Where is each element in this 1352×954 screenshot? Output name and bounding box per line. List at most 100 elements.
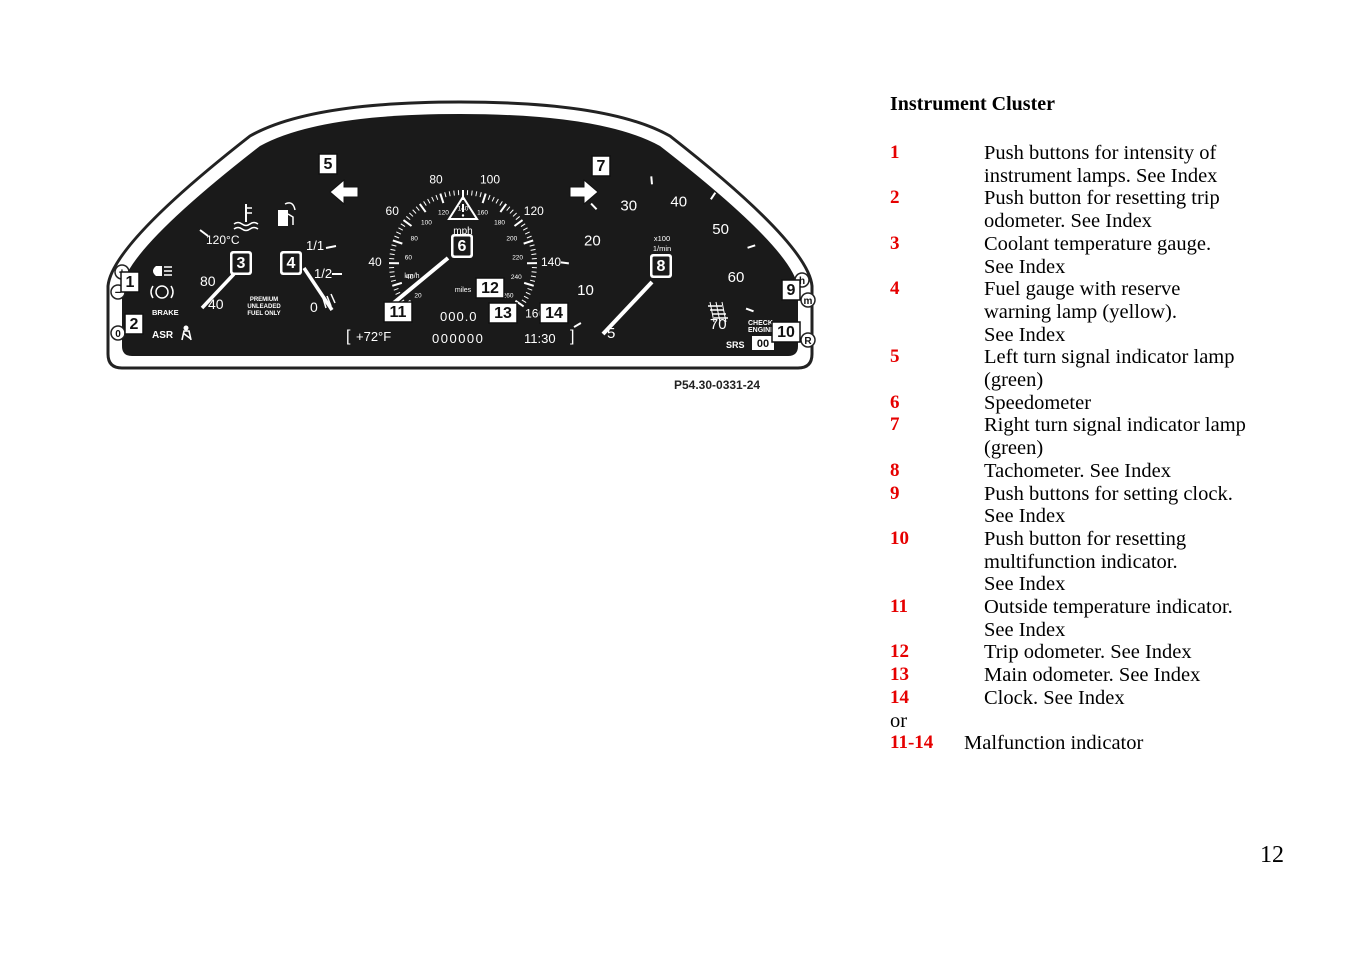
main-odometer-display: 000000 [432, 331, 484, 346]
callout-number: 8 [657, 258, 666, 275]
tachometer-tick [747, 244, 756, 249]
speedometer-tick [529, 279, 536, 282]
speedometer-tick [400, 223, 406, 227]
coolant-temperature-gauge: 120°C 80 40 [199, 204, 259, 312]
callout-box [281, 252, 301, 274]
page-number: 12 [1260, 842, 1284, 868]
callout-number: 5 [324, 156, 333, 173]
fuel-note-line: FUEL ONLY [247, 311, 280, 317]
callout-box [591, 155, 611, 177]
legend-item-description: Tachometer. See Index [984, 460, 1330, 483]
speedometer-tick [481, 193, 487, 204]
fuel-needle [302, 267, 334, 311]
speedometer-tick [444, 192, 447, 198]
callout-box [124, 313, 144, 335]
legend-item-line: See Index [984, 255, 1066, 278]
callout-box [383, 301, 413, 323]
speedometer-kmh-label: 40 [406, 274, 414, 281]
legend-item-line: Left turn signal indicator lamp [984, 346, 1235, 369]
multifunction-display-box [752, 336, 774, 350]
legend-item-number: 8 [890, 459, 900, 481]
trip-odometer-display: 000.0 [440, 309, 478, 324]
callout-number: 13 [494, 305, 512, 322]
legend-item-line: See Index [984, 618, 1066, 641]
legend-item-description: Main odometer. See Index [984, 664, 1330, 687]
speedometer-tick [391, 244, 397, 247]
legend-item-description: Trip odometer. See Index [984, 641, 1330, 664]
callout-number: 7 [597, 158, 606, 175]
speedometer-kmh-label: 60 [405, 254, 413, 261]
speedometer-mph-label: 140 [541, 255, 561, 269]
callout-number: 4 [287, 255, 296, 272]
speedometer-tick [526, 235, 532, 239]
multifunction-display: 00 [757, 338, 769, 350]
legend-item-line: Push button for resetting [984, 527, 1187, 550]
callout-number: 2 [130, 316, 139, 333]
callout-box [651, 255, 671, 277]
callout-box [771, 321, 801, 343]
callout-box [475, 277, 505, 299]
legend-item-number: 9 [890, 482, 900, 504]
speedometer-tick [391, 281, 403, 287]
callout-number: 6 [458, 238, 467, 255]
speedometer-tick [435, 194, 439, 200]
speedometer-tick [523, 281, 535, 287]
speedometer-kmh-label: 100 [421, 220, 432, 227]
display-bracket-right: ] [570, 328, 574, 345]
speedometer-tick [499, 201, 503, 206]
speedometer-tick [521, 299, 527, 304]
legend-item: 9 Push buttons for setting clock.See Inde… [890, 483, 1330, 528]
legend-item-line: See Index [984, 323, 1066, 346]
speedometer-tick [523, 239, 534, 245]
legend-item-line: (green) [984, 437, 1044, 460]
speedometer-scale: 2040608010012014016020406080100120140160… [368, 172, 561, 320]
speedometer-tick [390, 275, 396, 278]
speedometer-unit-kmh: km/h [404, 273, 419, 280]
clock-minute-button[interactable] [800, 292, 816, 308]
speedometer-mph-label: 40 [368, 255, 382, 269]
legend-item-description: Push buttons for setting clock.See Index [984, 483, 1330, 528]
legend-item-line: (green) [984, 369, 1044, 392]
speedometer-tick [522, 227, 528, 231]
callout-box [120, 271, 140, 293]
speedometer-mph-label: 80 [429, 172, 443, 186]
tachometer-tick [573, 322, 582, 328]
speedometer-tick [515, 216, 521, 221]
legend-item-line: multifunction indicator. [984, 550, 1178, 573]
multifunction-reset-button[interactable] [800, 332, 816, 348]
legend-item-description: Malfunction indicator [964, 732, 1144, 755]
clock-hour-label: h [799, 276, 805, 287]
parking-brake-icon [150, 285, 174, 299]
callout-box [318, 153, 338, 175]
speedometer-tick [506, 206, 511, 211]
legend-item-line: Fuel gauge with reserve [984, 278, 1181, 301]
speedometer-needle [388, 256, 450, 308]
left-turn-arrow-icon [329, 178, 359, 206]
warning-triangle-icon [447, 195, 479, 220]
legend-item-description: Left turn signal indicator lamp(green) [984, 346, 1330, 391]
callout-box [452, 235, 472, 257]
headlamp-icon [153, 266, 172, 276]
legend-item-line: Push buttons for intensity of [984, 142, 1217, 164]
speedometer-mph-label: 60 [386, 204, 400, 218]
legend-item-line: Right turn signal indicator lamp [984, 414, 1246, 437]
legend-item-number: 10 [890, 527, 909, 549]
callout-number: 11 [390, 304, 407, 321]
legend-item-number: 2 [890, 187, 900, 209]
fuel-gauge: 1/1 1/2 0 PREMIUM UNLEADED FUEL ONLY [247, 202, 342, 317]
speedometer-miles-label: miles [455, 287, 472, 294]
speedometer: 2040608010012014016020406080100120140160… [368, 172, 561, 320]
